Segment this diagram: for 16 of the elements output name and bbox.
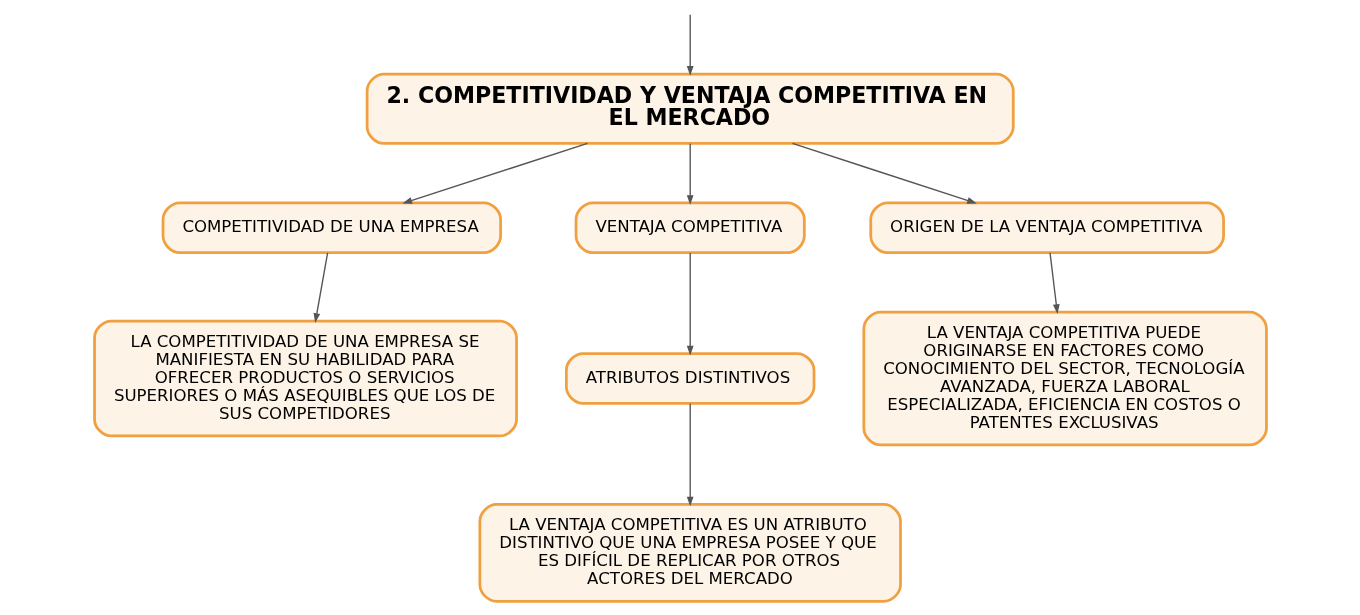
node-box: ATRIBUTOS DISTINTIVOS [564,352,815,405]
node-box: LA COMPETITIVIDAD DE UNA EMPRESA SE MANIFIESTA EN SU HABILIDAD PARA OFRECER PRODUCTOS O SERVICIOS SUPERIORES O MÁS ASEQUIBLES QUE LOS DE SUS COMPETIDORES [92,319,518,438]
arrow [686,252,694,356]
arrow [1048,252,1060,314]
arrow [401,142,588,204]
node-box: LA VENTAJA COMPETITIVA PUEDE ORIGINARSE EN FACTORES COMO CONOCIMIENTO DEL SECTOR, TECNOLOGÍA AVANZADA, FUERZA LABORAL ESPECIALIZADA, EFICIENCIA EN COSTOS O PATENTES EXCLUSIVAS [861,310,1268,447]
arrow [791,142,977,204]
node-box: 2. COMPETITIVIDAD Y VENTAJA COMPETITIVA EN EL MERCADO [365,72,1015,145]
node-box: LA VENTAJA COMPETITIVA ES UN ATRIBUTO DISTINTIVO QUE UNA EMPRESA POSEE Y QUE ES DIFÍCIL DE REPLICAR POR OTROS ACTORES DEL MERCADO [478,503,902,603]
arrow [686,143,694,205]
node-box: VENTAJA COMPETITIVA [574,201,806,255]
arrow [686,14,694,76]
arrow [686,403,694,507]
node-box: COMPETITIVIDAD DE UNA EMPRESA [161,201,502,255]
node-box: ORIGEN DE LA VENTAJA COMPETITIVA [868,201,1225,255]
arrow [313,252,328,323]
